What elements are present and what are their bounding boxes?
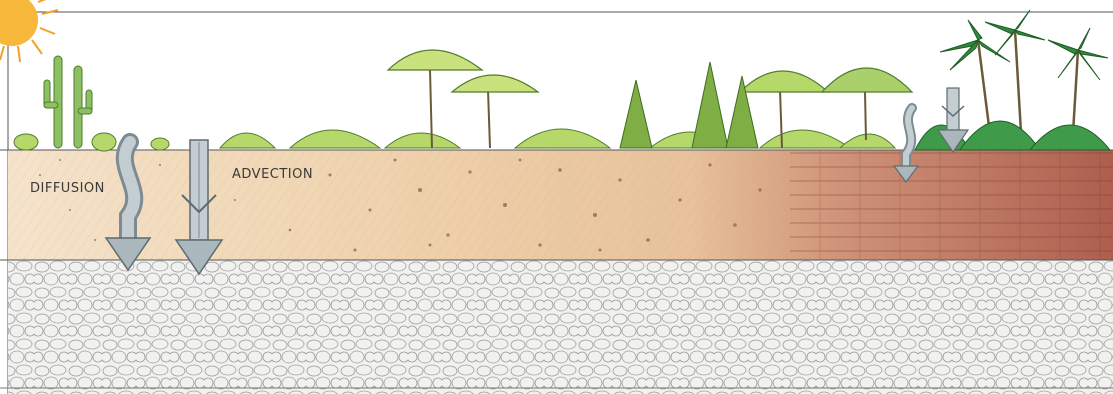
advection-label: ADVECTION bbox=[232, 167, 313, 182]
savanna-shrubs bbox=[220, 129, 895, 148]
humid-soil-bricks bbox=[790, 150, 1113, 260]
bedrock-layer bbox=[8, 260, 1113, 394]
diffusion-label: DIFFUSION bbox=[30, 181, 105, 196]
